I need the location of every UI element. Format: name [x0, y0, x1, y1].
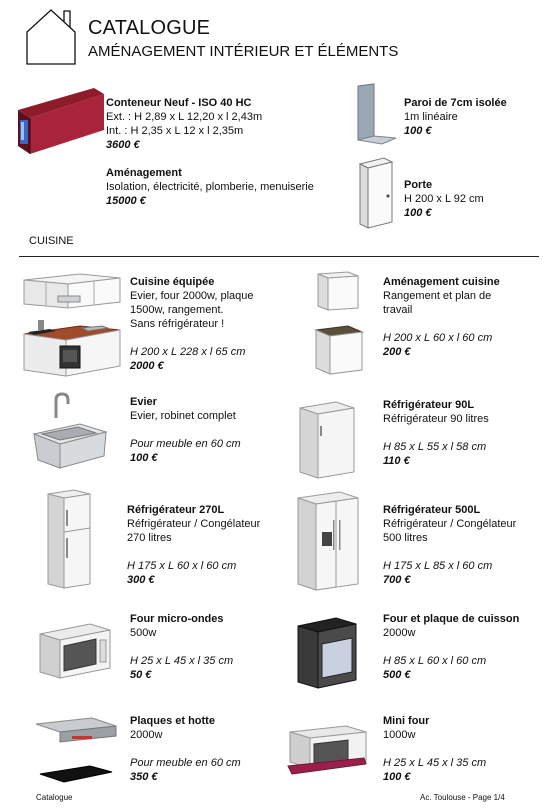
- item-porte: Porte H 200 x L 92 cm 100 €: [404, 179, 484, 219]
- item-four-plaque-cuisson: Four et plaque de cuisson 2000w H 85 x L…: [383, 613, 520, 681]
- item-plaques-hotte: Plaques et hotte 2000w Pour meuble en 60…: [130, 715, 241, 783]
- house-logo-icon: [26, 9, 76, 65]
- fridge-90l-image: [299, 401, 355, 479]
- item-refrigerateur-500l: Réfrigérateur 500L Réfrigérateur / Congé…: [383, 504, 517, 586]
- section-title: CUISINE: [29, 235, 74, 247]
- page-title: CATALOGUE: [88, 17, 211, 39]
- item-amenagement-cuisine: Aménagement cuisine Rangement et plan de…: [383, 276, 500, 358]
- item-amenagement: Aménagement Isolation, électricité, plom…: [106, 167, 314, 207]
- fridge-500l-image: [297, 491, 359, 591]
- section-divider: [19, 256, 539, 257]
- equipped-kitchen-image: [23, 273, 121, 377]
- door-image: [358, 157, 394, 229]
- item-evier: Evier Evier, robinet complet Pour meuble…: [130, 396, 241, 464]
- sink-image: [32, 392, 108, 469]
- item-mini-four: Mini four 1000w H 25 x L 45 x l 35 cm 10…: [383, 715, 487, 783]
- mini-oven-image: [287, 725, 367, 775]
- item-paroi: Paroi de 7cm isolée 1m linéaire 100 €: [404, 97, 507, 137]
- shipping-container-image: [18, 88, 104, 154]
- item-container: Conteneur Neuf - ISO 40 HC Ext. : H 2,89…: [106, 97, 263, 151]
- microwave-image: [39, 623, 111, 679]
- item-four-micro-ondes: Four micro-ondes 500w H 25 x L 45 x l 35…: [130, 613, 234, 681]
- item-refrigerateur-270l: Réfrigérateur 270L Réfrigérateur / Congé…: [127, 504, 261, 586]
- footer-page: Ac. Toulouse - Page 1/4: [420, 793, 505, 802]
- page-subtitle: AMÉNAGEMENT INTÉRIEUR ET ÉLÉMENTS: [88, 43, 399, 60]
- oven-hob-image: [297, 617, 357, 689]
- fridge-270l-image: [47, 489, 91, 589]
- item-refrigerateur-90l: Réfrigérateur 90L Réfrigérateur 90 litre…: [383, 399, 489, 467]
- wall-panel-image: [357, 83, 397, 145]
- item-cuisine-equipee: Cuisine équipée Evier, four 2000w, plaqu…: [130, 276, 254, 372]
- kitchen-cabinet-image: [314, 271, 364, 375]
- footer-left: Catalogue: [36, 793, 73, 802]
- hob-hood-image: [35, 717, 117, 783]
